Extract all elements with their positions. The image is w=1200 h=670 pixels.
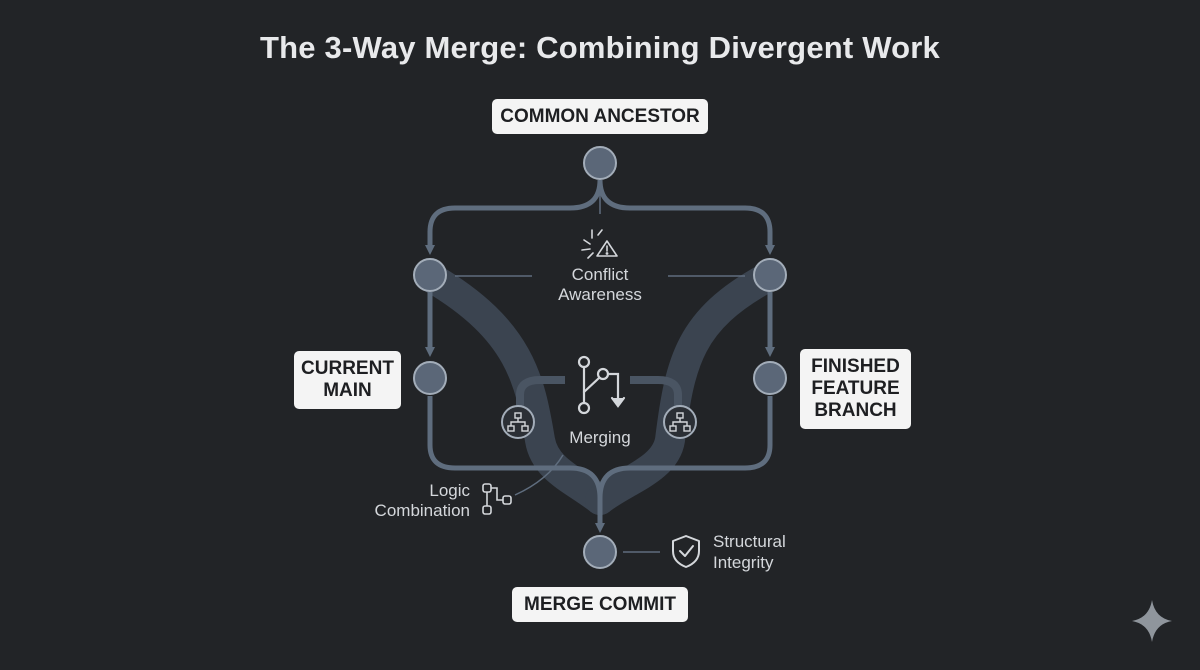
current-main-line1: CURRENT — [301, 358, 394, 380]
node-merge-commit — [583, 535, 617, 569]
hierarchy-icon-right — [663, 405, 697, 439]
git-merge-icon — [577, 355, 626, 415]
feature-line3: BRANCH — [814, 399, 897, 421]
edge-main-to-merge — [427, 396, 605, 533]
feature-line2: FEATURE — [811, 378, 900, 400]
merge-bracket-right — [630, 376, 682, 420]
sparkle-icon — [1132, 600, 1172, 642]
node-main-1 — [413, 258, 447, 292]
logic-label-line2: Combination — [375, 501, 470, 520]
merging-label: Merging — [569, 428, 630, 447]
edge-ancestor-left — [425, 179, 603, 255]
merge-commit-label: MERGE COMMIT — [512, 587, 688, 622]
merge-bracket — [516, 376, 565, 420]
hierarchy-icon-left — [501, 405, 535, 439]
node-feature-2 — [753, 361, 787, 395]
node-common-ancestor — [583, 146, 617, 180]
flow-icon — [482, 483, 512, 515]
logic-label-line1: Logic — [429, 481, 470, 500]
logic-connector — [514, 454, 564, 496]
current-main-label: CURRENT MAIN — [294, 351, 401, 409]
shield-check-icon — [672, 535, 700, 568]
conflict-label-line1: Conflict — [572, 265, 629, 284]
edge-feature-to-merge — [597, 396, 773, 499]
node-main-2 — [413, 361, 447, 395]
conflict-label-line2: Awareness — [558, 285, 642, 304]
structural-label-line1: Structural — [713, 532, 786, 551]
diagram-title: The 3-Way Merge: Combining Divergent Wor… — [260, 30, 940, 65]
common-ancestor-label: COMMON ANCESTOR — [492, 99, 708, 134]
feature-line1: FINISHED — [811, 356, 900, 378]
current-main-line2: MAIN — [323, 380, 372, 401]
main-flow-band — [417, 263, 615, 515]
structural-label-line2: Integrity — [713, 553, 774, 572]
warning-spark-icon — [581, 229, 618, 259]
node-feature-1 — [753, 258, 787, 292]
feature-branch-label: FINISHED FEATURE BRANCH — [800, 349, 911, 429]
edge-ancestor-right — [597, 179, 775, 255]
edges — [425, 179, 775, 533]
